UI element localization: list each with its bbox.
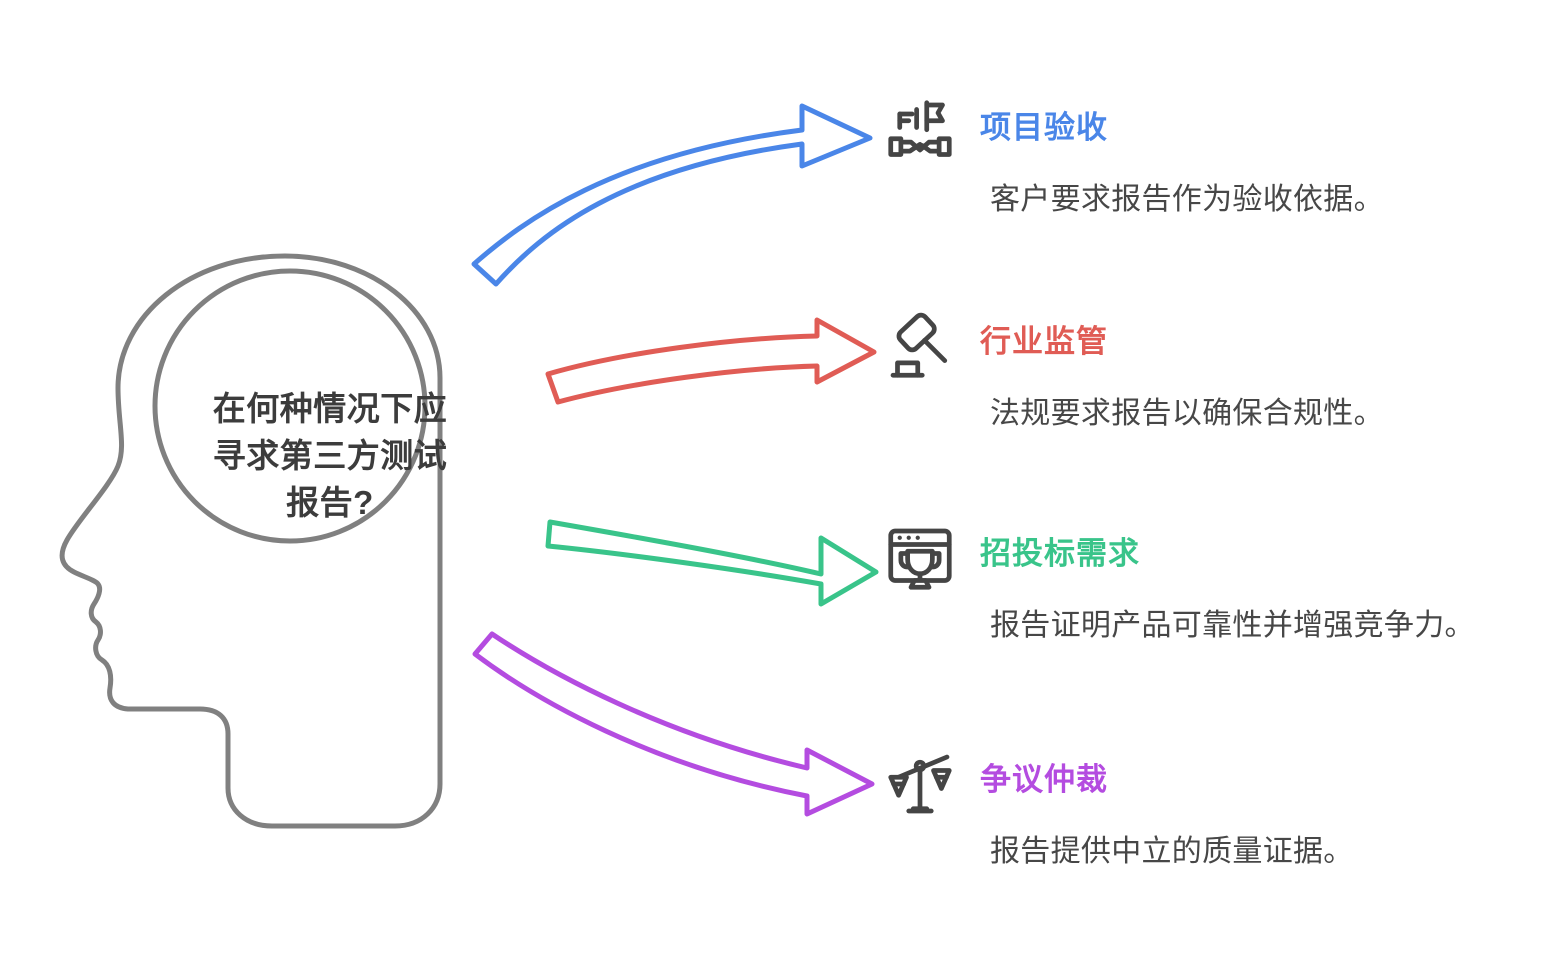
item-title: 行业监管 — [980, 324, 1108, 359]
arrow-to-item-2 — [545, 519, 879, 607]
item-description: 客户要求报告作为验收依据。 — [990, 183, 1384, 216]
balance-scale-icon — [888, 754, 952, 814]
item-title: 项目验收 — [980, 110, 1108, 145]
list-item: 行业监管 法规要求报告以确保合规性。 — [884, 310, 1524, 436]
gavel-icon — [890, 312, 948, 378]
central-question-text: 在何种情况下应 寻求第三方测试 报告? — [212, 390, 448, 521]
item-title: 招投标需求 — [980, 536, 1140, 571]
head-outline-icon — [59, 253, 443, 829]
head-silhouette-group: 在何种情况下应 寻求第三方测试 报告? — [40, 248, 520, 848]
arrow-to-item-1 — [545, 317, 877, 405]
list-item: 争议仲裁 报告提供中立的质量证据。 — [884, 748, 1524, 874]
item-header: 争议仲裁 — [884, 748, 1524, 820]
arrow-to-item-0 — [471, 103, 873, 287]
list-item: 项目验收 客户要求报告作为验收依据。 — [884, 96, 1524, 222]
arrow-to-item-3 — [472, 631, 875, 817]
item-description: 报告提供中立的质量证据。 — [990, 835, 1354, 868]
list-item: 招投标需求 报告证明产品可靠性并增强竞争力。 — [884, 522, 1524, 648]
handshake-flag-icon — [888, 100, 952, 157]
item-title: 争议仲裁 — [980, 762, 1108, 797]
browser-trophy-icon — [888, 528, 952, 590]
item-header: 招投标需求 — [884, 522, 1524, 594]
item-header: 项目验收 — [884, 96, 1524, 168]
item-description: 报告证明产品可靠性并增强竞争力。 — [990, 609, 1475, 642]
item-header: 行业监管 — [884, 310, 1524, 382]
item-description: 法规要求报告以确保合规性。 — [990, 397, 1384, 430]
